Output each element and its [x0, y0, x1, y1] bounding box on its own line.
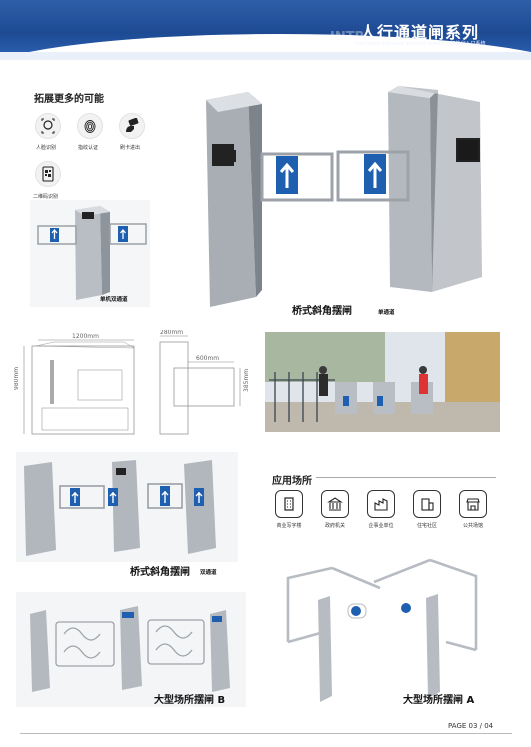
- caption-large-a: 大型场所摆闸 A: [403, 695, 475, 706]
- header-wave-strip: [0, 52, 531, 60]
- features-title: 拓展更多的可能: [34, 94, 104, 105]
- large-venue-a-photo: [266, 542, 500, 708]
- office-building-icon: [275, 490, 303, 518]
- public-venue-icon: [459, 490, 487, 518]
- page-header: INTR 人行通道闸系列 Intelligent entrance and ex…: [0, 0, 531, 60]
- face-recognition-icon: [35, 113, 61, 139]
- applications-divider: [316, 477, 496, 478]
- feature-label-fingerprint: 指纹认证: [78, 145, 99, 151]
- caption-bridge-single: 桥式斜角摆闸: [292, 306, 352, 317]
- app-label-enterprise: 企事业单位: [368, 523, 394, 529]
- dim-width: 1200mm: [72, 333, 99, 340]
- bridge-single-photo: [170, 82, 502, 310]
- app-label-office: 商业写字楼: [276, 523, 302, 529]
- dim-side: 385mm: [243, 369, 250, 392]
- page-number: PAGE 03 / 04: [448, 722, 494, 730]
- card-swipe-icon: [119, 113, 145, 139]
- residential-icon: [413, 490, 441, 518]
- caption-single-machine: 单机双通道: [100, 297, 128, 303]
- dim-height: 980mm: [14, 367, 20, 390]
- enterprise-icon: [367, 490, 395, 518]
- large-venue-b-photo: [16, 592, 246, 707]
- feature-label-face: 人脸识别: [36, 145, 57, 151]
- app-label-public: 公共场馆: [462, 523, 483, 529]
- footer-divider: [20, 733, 512, 734]
- feature-label-qr: 二维码识别: [33, 194, 59, 200]
- government-icon: [321, 490, 349, 518]
- qr-code-icon: [35, 161, 61, 187]
- app-label-government: 政府机关: [324, 523, 345, 529]
- header-ghost-text: INTR: [330, 30, 365, 45]
- caption-large-b: 大型场所摆闸 B: [154, 695, 226, 706]
- caption-bridge-single-sub: 单通道: [378, 310, 395, 316]
- applications-title: 应用场所: [272, 476, 312, 487]
- fingerprint-icon: [77, 113, 103, 139]
- dim-depth: 280mm: [160, 330, 183, 336]
- header-subtitle: Intelligent entrance and exit system / 智…: [355, 41, 486, 47]
- installation-scene-photo: [265, 332, 500, 432]
- dim-passage: 600mm: [196, 355, 219, 362]
- single-machine-photo: [30, 200, 150, 307]
- feature-label-card: 刷卡进出: [120, 145, 141, 151]
- dimension-drawing: 1200mm 980mm 280mm 600mm 385mm: [14, 330, 264, 440]
- bridge-double-photo: [16, 452, 238, 562]
- header-title: 人行通道闸系列: [360, 23, 480, 42]
- caption-bridge-double-sub: 双通道: [200, 570, 217, 576]
- caption-bridge-double: 桥式斜角摆闸: [130, 567, 190, 578]
- app-label-residential: 住宅社区: [416, 523, 437, 529]
